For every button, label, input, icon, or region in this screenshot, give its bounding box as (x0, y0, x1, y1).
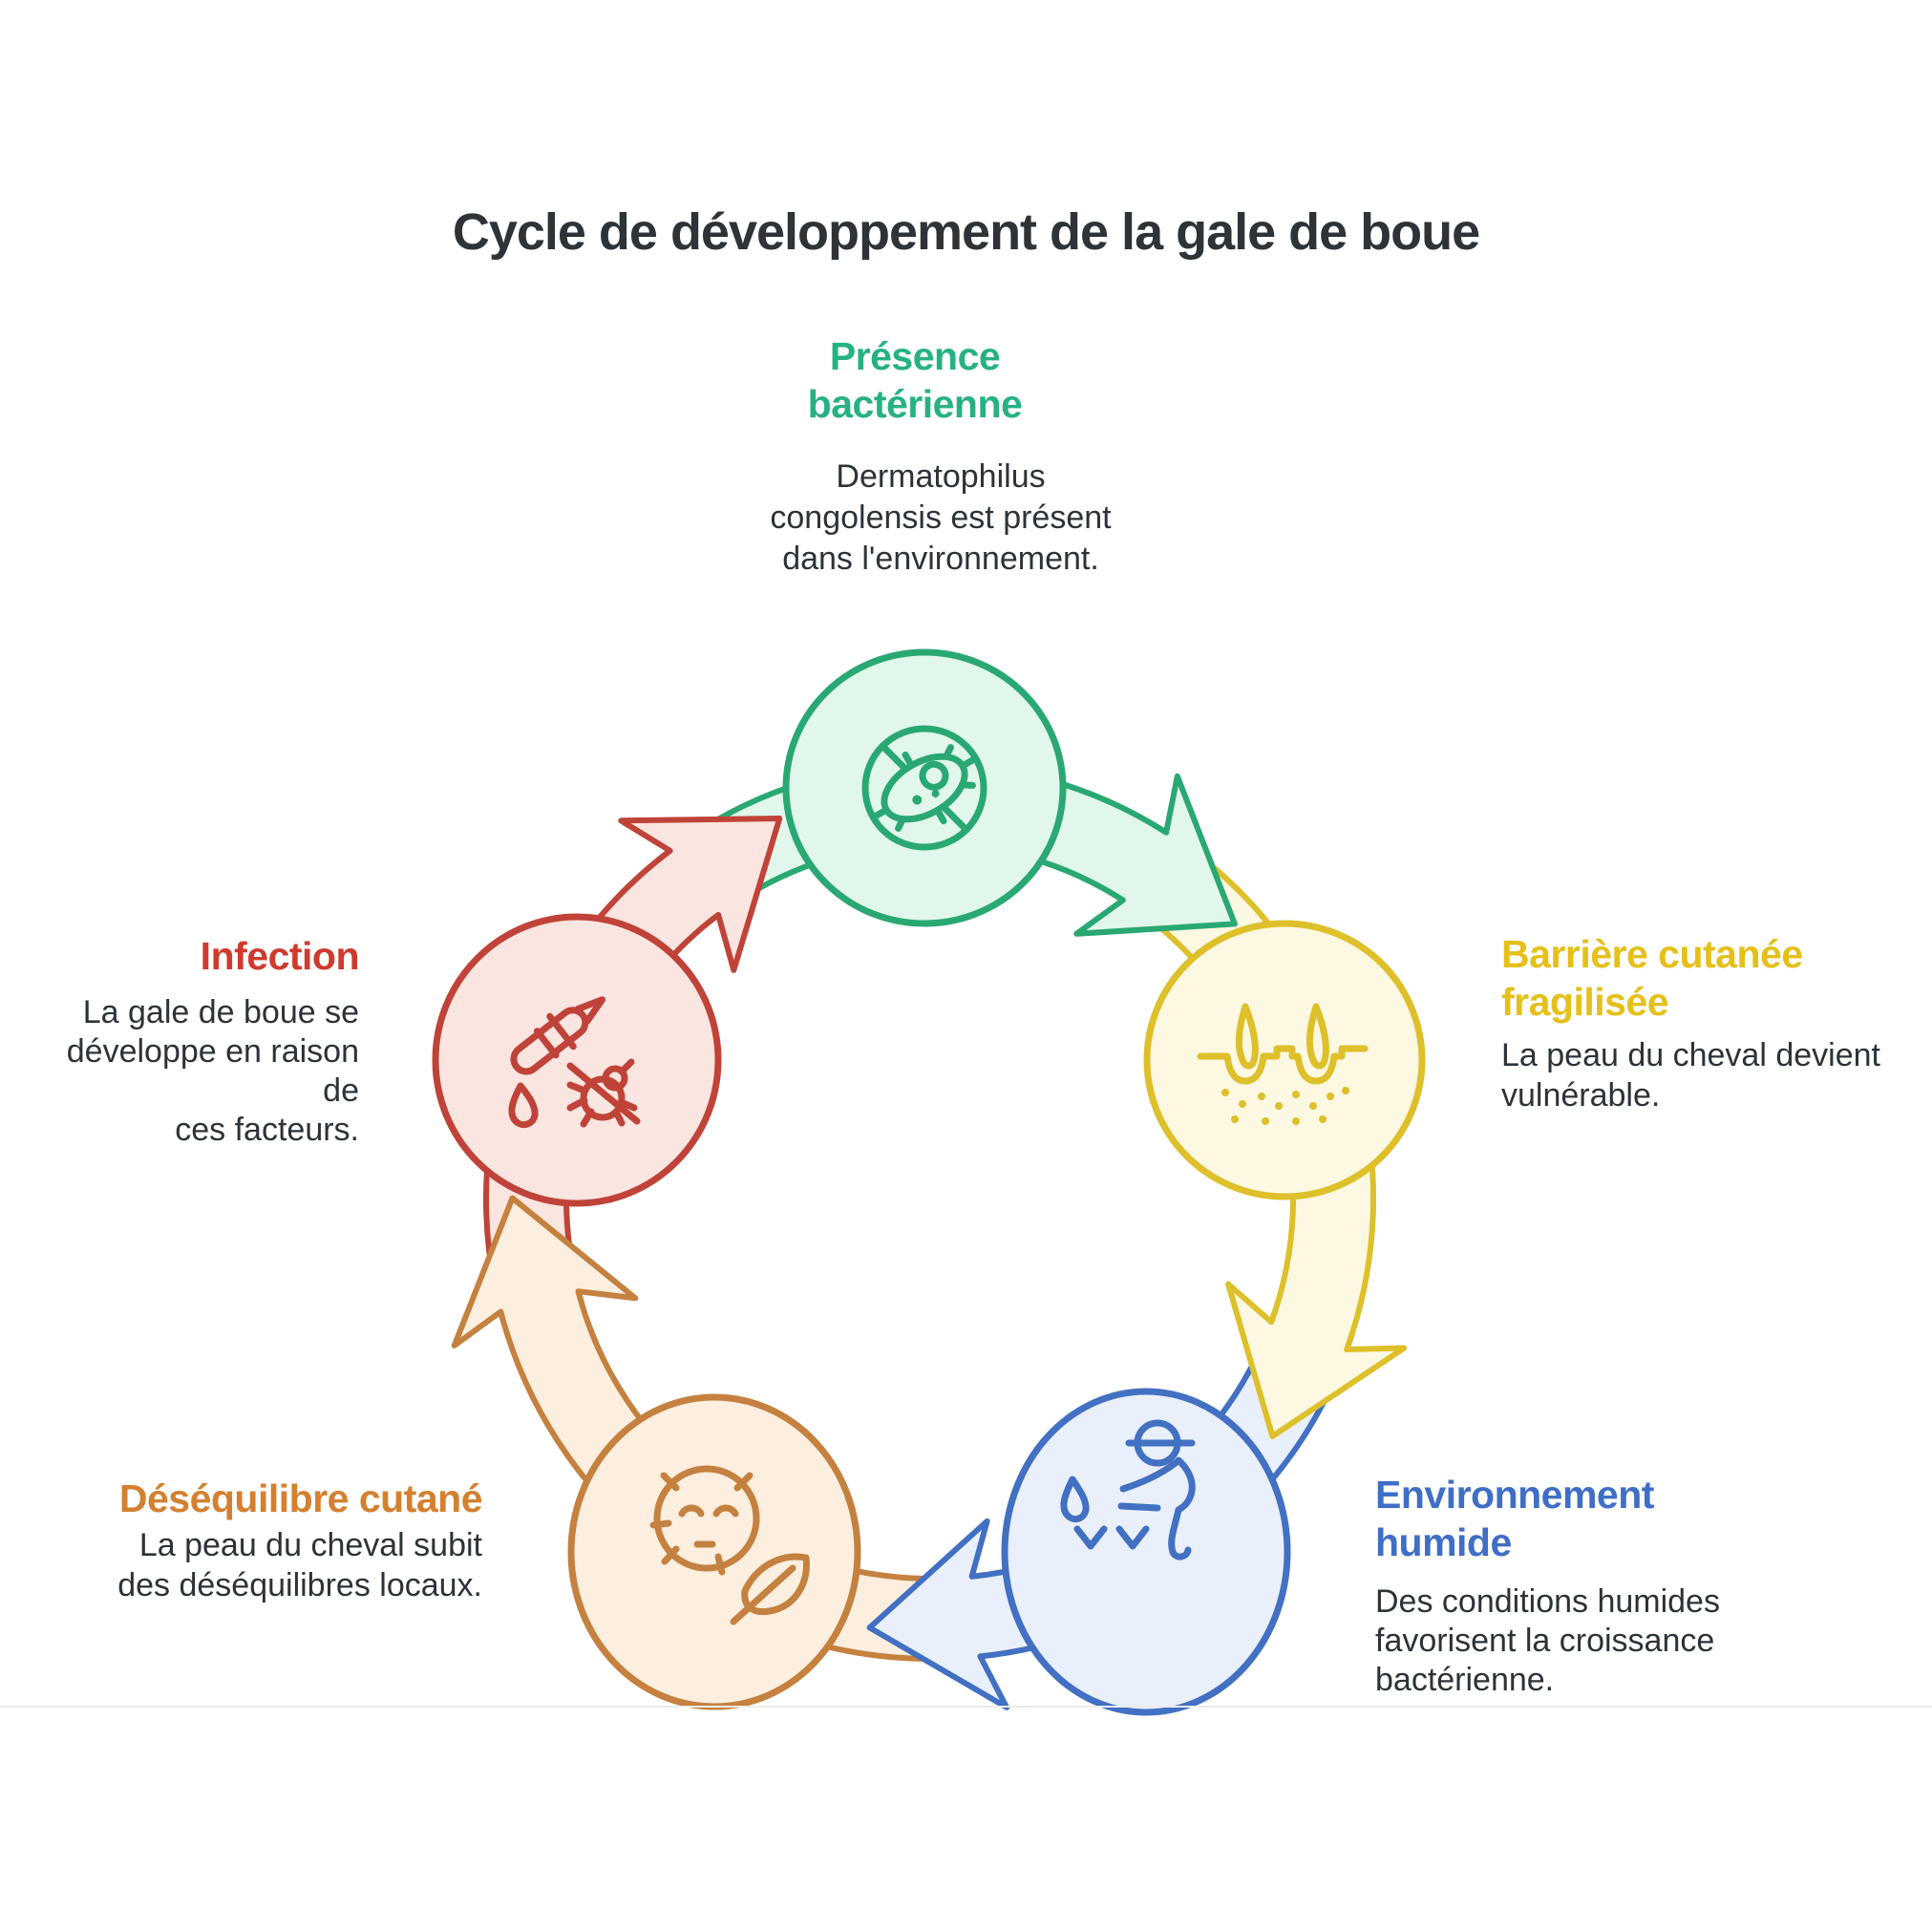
bacteria-icon (861, 725, 987, 851)
node-desequilibre-cutane (567, 1393, 861, 1710)
step-barriere-cutanee-description: La peau du cheval devient vulnérable. (1501, 1037, 1880, 1114)
skin-imbalance-icon (649, 1465, 810, 1625)
step-title: Barrière cutanée fragilisée (1501, 932, 1803, 1024)
infection-dropper-bug-icon (508, 996, 641, 1129)
step-title: Infection (200, 934, 360, 978)
step-desequilibre-cutane-label-block: Déséquilibre cutané (62, 1457, 483, 1539)
step-environnement-humide-description: Des conditions humides favorisent la cro… (1375, 1583, 1720, 1698)
node-barriere-cutanee-fragilisee (1143, 920, 1426, 1200)
bottom-divider (0, 1706, 1932, 1708)
step-presence-bacterienne-description: Dermatophilus congolensis est présent da… (770, 458, 1112, 577)
step-title: Présence bactérienne (807, 334, 1023, 426)
step-environnement-humide-label-block: Environnement humide (1375, 1454, 1910, 1583)
wet-conditions-icon (1060, 1419, 1196, 1560)
step-barriere-cutanee-label-block: Barrière cutanée fragilisée (1501, 913, 1912, 1043)
step-desequilibre-cutane-description: La peau du cheval subit des déséquilibre… (117, 1527, 482, 1603)
step-title: Déséquilibre cutané (118, 1476, 483, 1520)
node-infection (432, 913, 722, 1207)
skin-barrier-icon (1197, 1003, 1369, 1125)
step-infection-label-block: Infection (73, 915, 360, 997)
step-presence-bacterienne-label-block: Présence bactérienne (628, 315, 1201, 445)
page-title: Cycle de développement de la gale de bou… (452, 203, 1480, 261)
step-infection-description: La gale de boue se développe en raison d… (66, 994, 359, 1148)
step-title: Environnement humide (1375, 1473, 1654, 1564)
node-presence-bacterienne (782, 648, 1067, 927)
node-environnement-humide (1001, 1388, 1291, 1716)
